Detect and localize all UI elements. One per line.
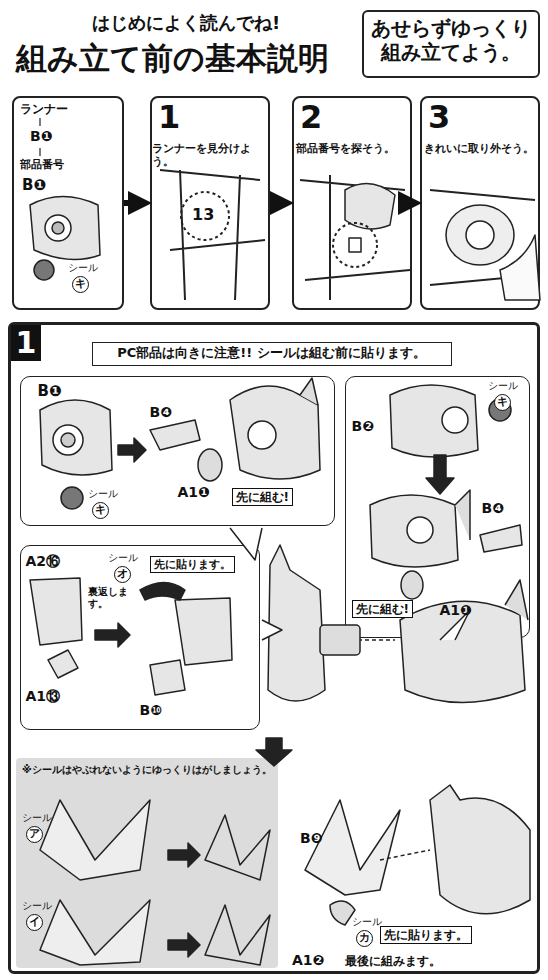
part-label: シール xyxy=(108,552,148,564)
sub-step-box: シールキ B❷ B❹ 先に組む! A1❶ xyxy=(345,376,530,638)
part-label: B❶ xyxy=(30,128,90,145)
step-panel: 1 ランナーを見分けよう。 13 xyxy=(150,96,270,310)
part-label: B❶ xyxy=(38,382,88,400)
part-number: B❾ xyxy=(300,830,350,847)
part-label: シール xyxy=(88,488,138,500)
part-label: シール xyxy=(22,900,62,912)
part-label: きれいに取り外そう。 xyxy=(424,142,538,155)
part-label: 裏返します。 xyxy=(88,586,134,610)
part-label: シール xyxy=(488,380,528,392)
part-label: 13 xyxy=(192,205,222,224)
part-label: B❹ xyxy=(482,500,528,517)
part-label: B❶ xyxy=(22,176,82,194)
step-arrow xyxy=(412,200,416,206)
step-number: 2 xyxy=(300,98,340,136)
part-label: 部品番号を探そう。 xyxy=(296,142,410,155)
sub-heading: はじめによく読んでね! xyxy=(92,12,362,34)
part-label: キ xyxy=(72,276,89,293)
caution-banner: PC部品は向きに注意!! シールは組む前に貼ります。 xyxy=(92,342,452,366)
step-panel: 3 きれいに取り外そう。 xyxy=(420,96,540,310)
step-panel: 2 部品番号を探そう。 xyxy=(292,96,412,310)
sub-step-box: B❶ シールキ B❹ A1❶先に組む! xyxy=(20,376,335,526)
page-title: 組み立て前の基本説明 xyxy=(16,40,360,77)
part-label: 部品番号 xyxy=(20,158,110,171)
part-label: A1⑬ xyxy=(26,688,86,705)
part-label: A1❶ xyxy=(178,484,228,501)
part-label: キ xyxy=(92,502,109,519)
part-label: あせらずゆっくり 組み立てよう。 xyxy=(366,16,536,64)
note-text: 最後に組みます。 xyxy=(345,954,465,968)
part-label: 先に組む! xyxy=(232,488,293,506)
part-label: ランナーを見分けよう。 xyxy=(152,142,268,168)
step-arrow xyxy=(270,200,288,206)
part-label: A2⑯ xyxy=(26,553,86,570)
part-label: A1❶ xyxy=(440,602,490,619)
step-number: 1 xyxy=(11,325,41,361)
part-label: シール xyxy=(22,812,62,824)
part-label: イ xyxy=(26,914,43,931)
part-label: オ xyxy=(114,566,131,583)
part-label: 先に貼ります。 xyxy=(150,556,235,573)
part-label: ア xyxy=(26,826,43,843)
part-label: シール xyxy=(68,262,118,274)
step-number: 3 xyxy=(428,98,468,136)
part-number: A1❷ xyxy=(292,952,342,969)
part-label: キ xyxy=(494,394,511,411)
note-text: 先に貼ります。 xyxy=(380,926,472,944)
part-label: ランナー xyxy=(20,102,110,116)
note-box: あせらずゆっくり 組み立てよう。 xyxy=(362,10,540,78)
part-label: 先に組む! xyxy=(352,600,413,618)
part-label: B❿ xyxy=(140,702,200,719)
part-label: B❹ xyxy=(150,404,200,421)
legend-panel: ランナー B❶ 部品番号 B❶ シールキ xyxy=(12,96,124,310)
sticker-note-box: ※シールはやぶれないようにゆっくりはがしましょう。シールアシールイ xyxy=(16,758,278,968)
step-arrow xyxy=(124,200,146,206)
part-label: ※シールはやぶれないようにゆっくりはがしましょう。 xyxy=(22,764,272,776)
part-label: B❷ xyxy=(352,418,402,435)
step-number: 1 xyxy=(158,98,198,136)
sticker-letter: カ xyxy=(356,930,373,947)
part-label: PC部品は向きに注意!! シールは組む前に貼ります。 xyxy=(92,345,452,361)
section-panel: 1PC部品は向きに注意!! シールは組む前に貼ります。B❶シールキB❹A1❶先に… xyxy=(8,322,540,974)
sub-step-box: A2⑯裏返します。 A1⑬ シールオ 先に貼ります。 B❿ xyxy=(20,545,260,730)
